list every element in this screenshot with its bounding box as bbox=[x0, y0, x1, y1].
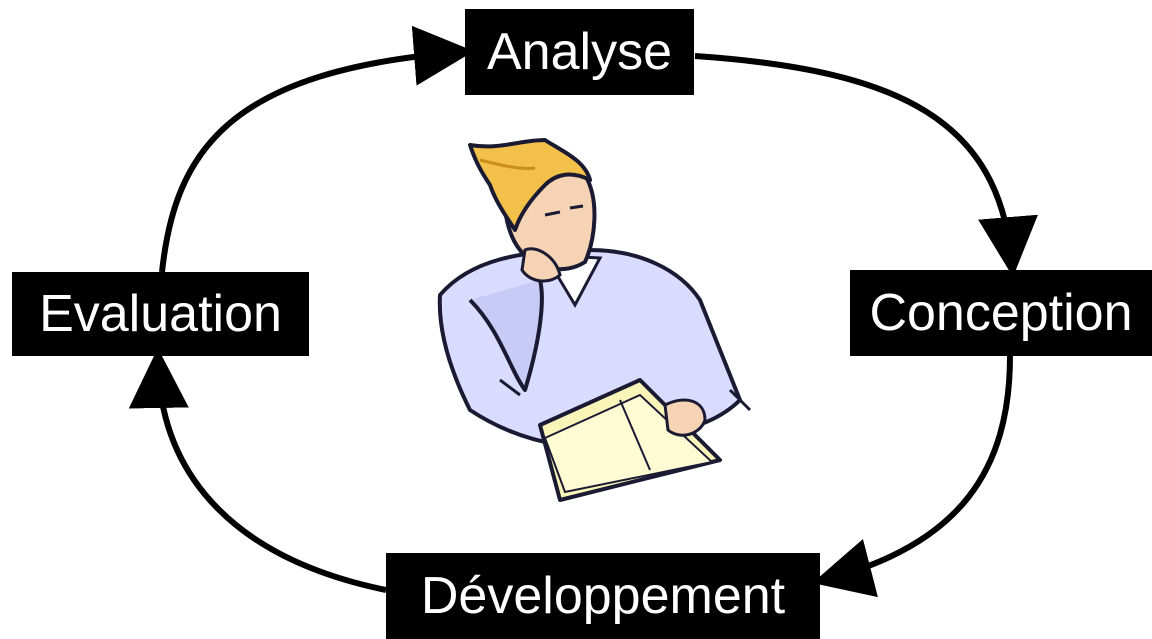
man-reading-book-icon bbox=[437, 138, 752, 502]
stage-developpement-label: Développement bbox=[420, 567, 786, 625]
stage-evaluation: Evaluation bbox=[12, 272, 309, 356]
stage-developpement: Développement bbox=[386, 553, 820, 639]
stage-evaluation-label: Evaluation bbox=[39, 285, 282, 343]
arrow-evaluation-to-analyse bbox=[159, 25, 474, 273]
arrow-developpement-to-evaluation bbox=[128, 348, 387, 593]
arrow-conception-to-developpement bbox=[812, 355, 1013, 598]
stage-conception: Conception bbox=[850, 270, 1152, 356]
stage-analyse-label: Analyse bbox=[487, 23, 672, 81]
stage-conception-label: Conception bbox=[869, 284, 1133, 342]
arrow-analyse-to-conception bbox=[694, 53, 1038, 277]
stage-analyse: Analyse bbox=[465, 9, 694, 95]
